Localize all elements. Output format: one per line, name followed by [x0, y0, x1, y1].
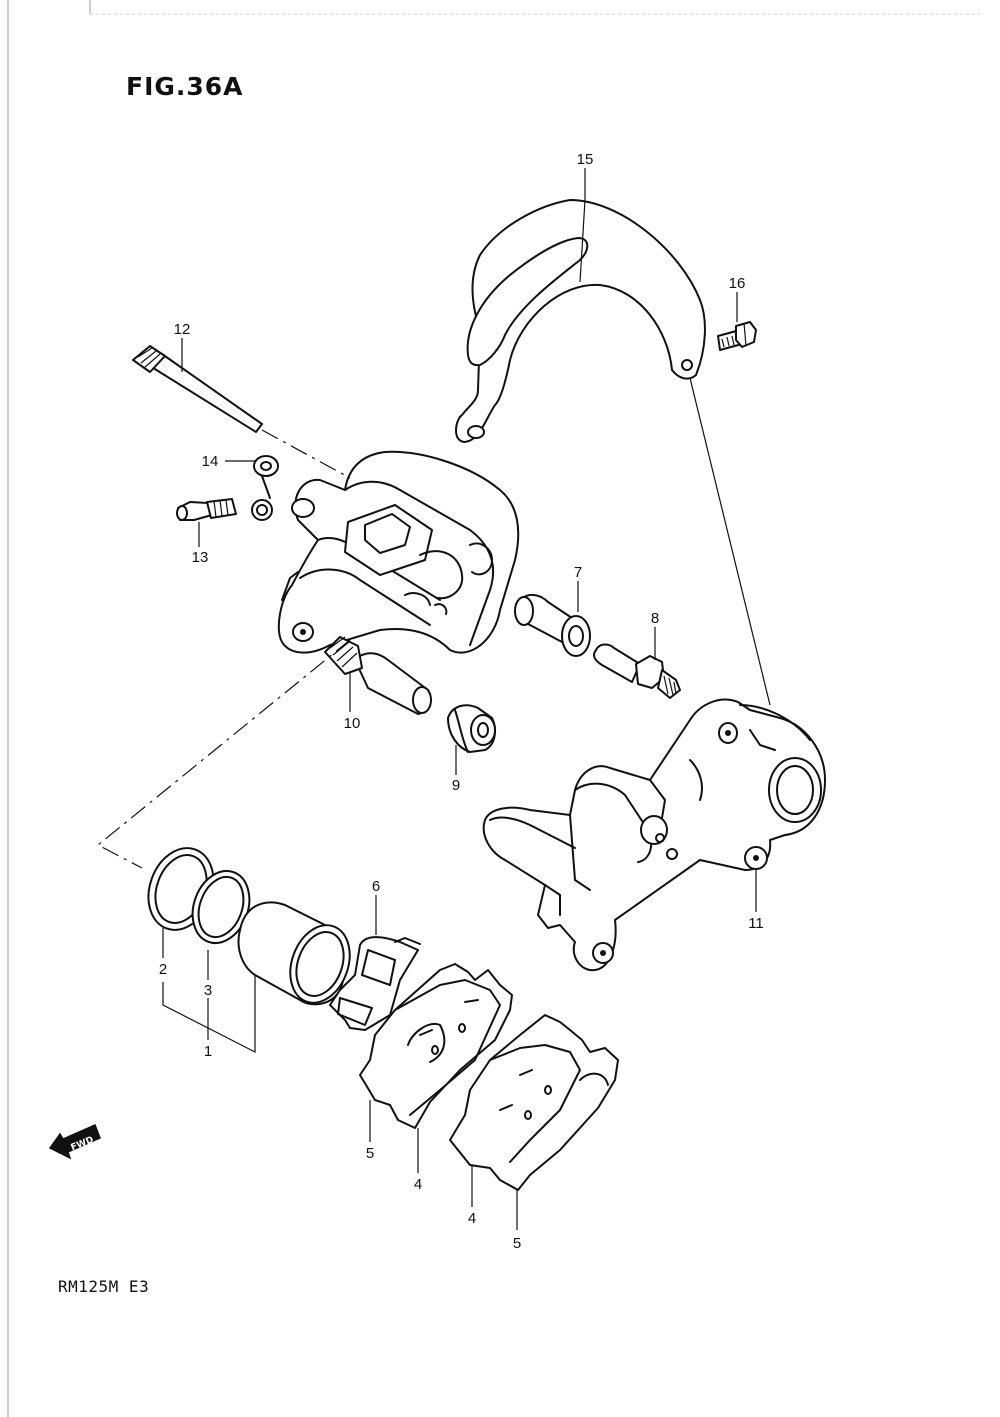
bleeder-valve: [176, 498, 237, 521]
callout-9: 9: [452, 777, 460, 794]
callout-15: 15: [577, 151, 594, 168]
callout-11: 11: [748, 915, 764, 932]
callout-leader-lines: [162, 168, 757, 1230]
forward-arrow-icon: [48, 1123, 101, 1160]
caliper-slide-pin: [132, 345, 263, 433]
callout-6: 6: [372, 878, 380, 895]
bleeder-cap: [251, 455, 279, 521]
piston-seal: [191, 870, 251, 944]
callout-5-front: 5: [366, 1145, 374, 1162]
callout-5-rear: 5: [513, 1235, 521, 1252]
caliper-guide-pin: [324, 636, 432, 715]
pin-boot: [447, 704, 497, 753]
caliper-piston: [237, 901, 351, 1006]
callout-7: 7: [574, 564, 582, 581]
bushing-collar: [514, 594, 591, 657]
callout-16: 16: [729, 275, 746, 292]
brake-pad-set-front: [359, 963, 513, 1129]
scan-edge-marks: [7, 0, 980, 1417]
caliper-bolt: [593, 643, 681, 699]
brake-pad-set-rear: [449, 1014, 619, 1191]
brake-hose-guard-bracket: [455, 199, 706, 443]
callout-4-rear: 4: [468, 1210, 476, 1227]
callout-labels: 15 16 12 14 13 7 8 10 9 11 6 2 3 1 5 4 4…: [159, 151, 764, 1252]
callout-8: 8: [651, 610, 659, 627]
model-code: RM125M E3: [58, 1277, 150, 1296]
callout-3: 3: [204, 982, 212, 999]
assembly-reference-lines: [96, 377, 771, 869]
callout-14: 14: [202, 453, 219, 470]
figure-title: FIG.36A: [126, 72, 244, 101]
callout-10: 10: [344, 715, 361, 732]
caliper-body: [277, 450, 520, 654]
callout-1: 1: [204, 1043, 212, 1060]
callout-2: 2: [159, 961, 167, 978]
callout-4-front: 4: [414, 1176, 422, 1193]
callout-12: 12: [174, 321, 191, 338]
callout-13: 13: [192, 549, 209, 566]
caliper-holder-bracket: [482, 698, 826, 972]
pad-spring: [329, 936, 421, 1031]
mounting-bolt: [717, 321, 757, 351]
